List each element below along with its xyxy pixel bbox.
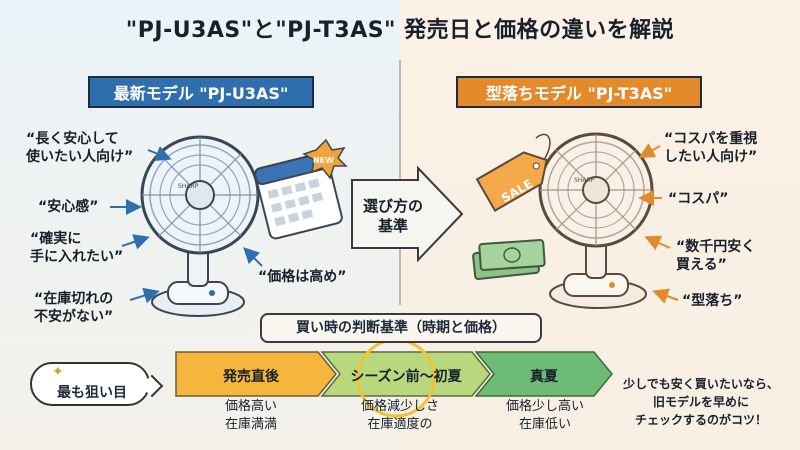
left-label-no-stock-worry: “在庫切れの 不安がない” [34,291,114,325]
star-icon: ✦ [52,364,64,380]
stage-desc-midsummer: 価格少し高い 在庫低い [505,399,584,432]
stage-desc-release: 価格高い 在庫満満 [224,399,277,432]
buying-tip: 少しでも安く買いたいなら、 旧モデルを早めに チェックするのがコツ！ [623,377,779,427]
money-icon [472,239,546,280]
calendar-icon [254,138,348,240]
right-label-cost-focus: “コスパを重視 したい人向け” [664,131,758,165]
stage-desc-preseason: 価格減少しさ 在庫適度の [360,399,439,432]
center-arrow-icon [351,165,464,263]
left-label-long-use: “長く安心して 使いたい人向け” [26,131,134,165]
right-label-cost-performance: “コスパ” [668,191,729,207]
fan-right-brand: SHARP [574,177,595,184]
stage-title-preseason: シーズン前〜初夏 [350,369,462,385]
fan-left-icon [140,135,260,317]
left-pointer-arrows [110,146,263,304]
selection-criteria-text: 選び方の 基準 [362,197,423,235]
stage-title-release: 発売直後 [223,369,279,385]
best-timing-bubble [30,362,150,406]
fan-left-brand: SHARP [178,183,199,190]
left-label-peace-of-mind: “安心感” [38,199,99,215]
right-pointer-arrows [638,143,679,304]
right-label-old-model: “型落ち” [682,293,743,309]
timeline-heading: 買い時の判断基準（時期と価格） [260,313,542,343]
new-badge: NEW [313,156,334,165]
stage-title-midsummer: 真夏 [530,369,558,385]
left-label-sure-get: “確実に 手に入れたい” [30,231,124,265]
sale-tag-icon [475,133,551,212]
best-timing-text: 最も狙い目 [57,385,127,401]
right-label-cheaper: “数千円安く 買える” [676,239,756,273]
page-title: "PJ-U3AS"と"PJ-T3AS" 発売日と価格の違いを解説 [125,18,675,43]
timeline-chevrons [175,338,613,418]
fan-right-icon [538,132,654,309]
left-label-price-high: “価格は高め” [258,269,347,285]
